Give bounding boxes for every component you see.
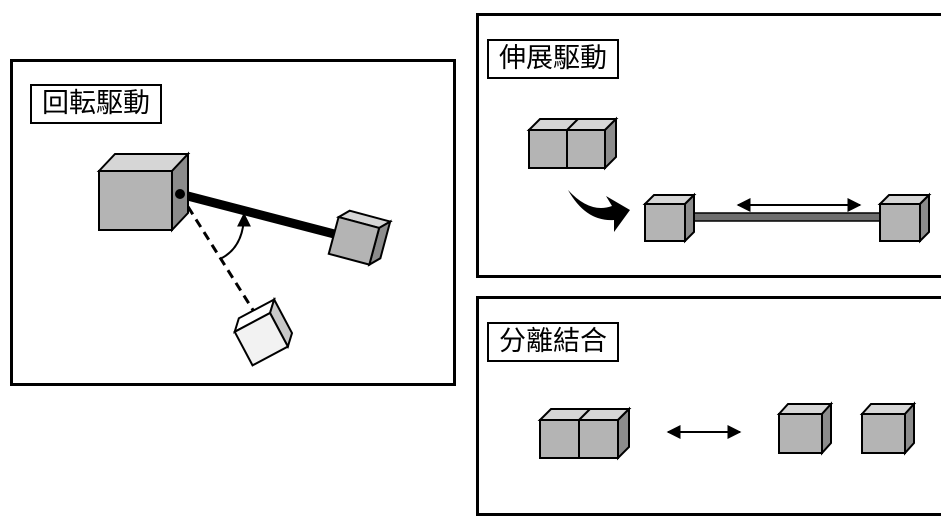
joined-cubes-top [526,116,619,171]
joined-cubes-bottom [537,406,632,461]
solid-rod [178,189,344,241]
rotation-panel-label: 回転駆動 [30,84,162,124]
dashed-rod [178,193,260,319]
diagram-canvas [96,116,932,461]
separation-panel-label: 分離結合 [487,322,619,362]
rotation-arc-icon [221,212,251,259]
ghost-cube [233,296,294,367]
joint-dot [175,189,185,199]
large-cube [96,151,191,233]
rotated-cube [327,209,393,267]
extension-panel-label: 伸展駆動 [487,39,619,79]
extension-cube-right [877,192,932,244]
extension-cube-left [642,192,697,244]
separated-cube-left [776,401,834,456]
separated-cube-right [859,401,917,456]
curved-arrow-icon [568,190,630,232]
extension-rod [685,212,883,222]
